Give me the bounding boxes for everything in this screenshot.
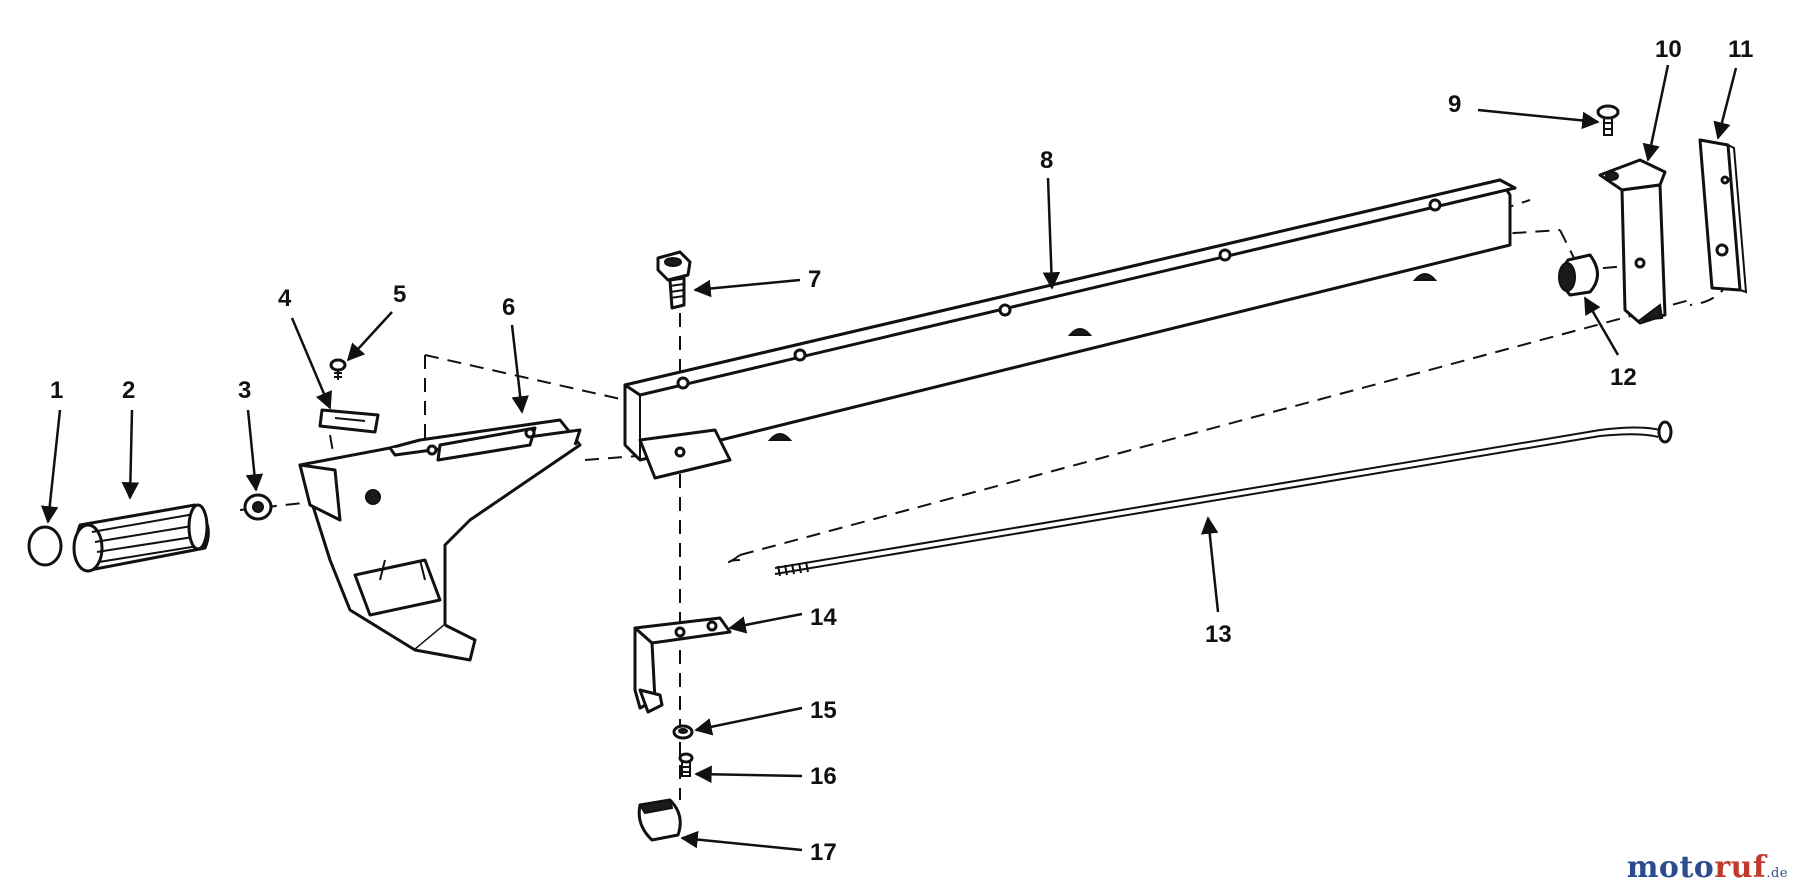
callout-13: 13 <box>1205 621 1232 648</box>
callout-9: 9 <box>1448 91 1461 118</box>
callout-1: 1 <box>50 377 63 404</box>
callout-11: 11 <box>1728 36 1753 63</box>
part-2-handle-grip <box>72 503 210 573</box>
part-16-screw <box>678 752 694 777</box>
callout-5: 5 <box>393 281 406 308</box>
watermark-brand-right: ruf <box>1714 850 1767 885</box>
part-15-nut <box>672 724 694 740</box>
watermark-tld: .de <box>1766 866 1788 881</box>
part-6-bracket-housing <box>298 418 582 662</box>
part-5-screw <box>329 358 347 380</box>
callout-10: 10 <box>1655 36 1682 63</box>
part-9-screw <box>1596 104 1620 136</box>
callout-6: 6 <box>502 294 515 321</box>
part-14-l-bracket <box>633 616 732 714</box>
part-12-bushing <box>1558 253 1599 297</box>
part-4-plate <box>318 408 380 434</box>
part-8-main-arm <box>623 178 1517 480</box>
callout-16: 16 <box>810 763 837 790</box>
part-10-angle-bracket <box>1598 158 1667 325</box>
callout-8: 8 <box>1040 147 1053 174</box>
callout-12: 12 <box>1610 364 1637 391</box>
callout-17: 17 <box>810 839 837 866</box>
callout-15: 15 <box>810 697 837 724</box>
watermark-logo: motoruf.de <box>1627 850 1788 885</box>
part-13-rod <box>774 420 1673 577</box>
part-1-end-cap <box>27 525 63 567</box>
callout-4: 4 <box>278 285 292 312</box>
callout-numbers: 1 2 3 4 5 6 7 8 9 10 11 12 13 14 15 16 1… <box>50 36 1753 866</box>
part-17-foot-pad <box>637 798 682 842</box>
part-7-bolt <box>656 250 692 310</box>
watermark-brand-left: moto <box>1626 850 1715 885</box>
callout-7: 7 <box>808 266 821 293</box>
callout-3: 3 <box>238 377 251 404</box>
part-11-end-plate <box>1698 138 1748 294</box>
leader-arrows <box>40 64 1738 852</box>
callout-14: 14 <box>810 604 837 631</box>
part-3-washer <box>243 493 273 521</box>
callout-2: 2 <box>122 377 135 404</box>
